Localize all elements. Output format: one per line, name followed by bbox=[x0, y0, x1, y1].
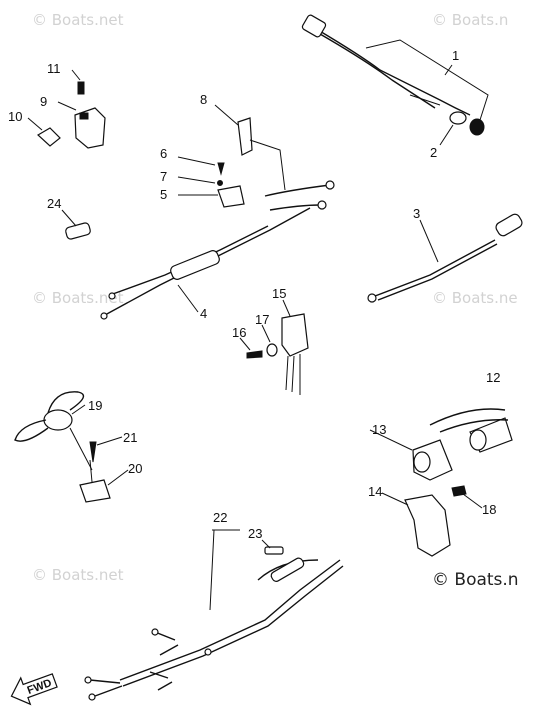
callout-7: 7 bbox=[160, 169, 167, 184]
leader-14 bbox=[381, 492, 409, 506]
leader-23 bbox=[261, 539, 271, 549]
callout-8: 8 bbox=[200, 92, 207, 107]
leader-6 bbox=[177, 156, 216, 166]
part-6-screw bbox=[217, 162, 225, 176]
leader-17 bbox=[261, 324, 271, 343]
callout-13: 13 bbox=[372, 422, 386, 437]
leader-11 bbox=[71, 69, 81, 81]
part-4-harness bbox=[100, 180, 335, 320]
callout-22: 22 bbox=[213, 510, 227, 525]
callout-2: 2 bbox=[430, 145, 437, 160]
callout-1: 1 bbox=[452, 48, 459, 63]
part-11-screw bbox=[77, 81, 85, 95]
part-24-sleeve bbox=[65, 222, 91, 240]
leader-18 bbox=[462, 493, 483, 509]
part-20-bracket bbox=[79, 459, 111, 503]
part-1-wire-harness bbox=[301, 14, 471, 116]
part-18-bolt bbox=[451, 485, 467, 497]
part-19-buzzer bbox=[14, 391, 85, 442]
watermark-mid-left: © Boats.net bbox=[32, 289, 124, 307]
leader-19 bbox=[71, 404, 86, 415]
callout-15: 15 bbox=[272, 286, 286, 301]
watermark-top-right: © Boats.n bbox=[432, 11, 508, 29]
watermark-bottom-right: © Boats.n bbox=[432, 570, 519, 590]
part-3-lead bbox=[367, 213, 523, 303]
leader-16 bbox=[239, 337, 251, 351]
callout-9: 9 bbox=[40, 94, 47, 109]
callout-3: 3 bbox=[413, 206, 420, 221]
link-19-20 bbox=[69, 427, 93, 471]
leader-10 bbox=[27, 117, 43, 131]
callout-11: 11 bbox=[47, 61, 61, 76]
part-23-fuse bbox=[264, 546, 284, 555]
callout-bracket-1 bbox=[365, 39, 489, 121]
callout-10: 10 bbox=[8, 109, 22, 124]
leader-24 bbox=[61, 209, 77, 227]
leader-15 bbox=[282, 299, 291, 317]
part-13-switch bbox=[412, 439, 453, 481]
leader-20 bbox=[107, 469, 129, 486]
leader-13 bbox=[369, 429, 413, 451]
part-9-holder bbox=[74, 107, 106, 149]
part-2-grommet bbox=[449, 111, 485, 136]
callout-23: 23 bbox=[248, 526, 262, 541]
callout-4: 4 bbox=[200, 306, 207, 321]
part-15-relay bbox=[281, 313, 309, 395]
callout-14: 14 bbox=[368, 484, 382, 499]
leader-7 bbox=[177, 176, 216, 184]
leader-1 bbox=[444, 64, 453, 76]
callout-18: 18 bbox=[482, 502, 496, 517]
part-17-spacer bbox=[266, 343, 278, 357]
callout-16: 16 bbox=[232, 325, 246, 340]
leader-21 bbox=[96, 436, 123, 446]
fwd-arrow: FWD bbox=[10, 673, 58, 706]
callout-21: 21 bbox=[123, 430, 137, 445]
watermark-top-left: © Boats.net bbox=[32, 11, 124, 29]
callout-20: 20 bbox=[128, 461, 142, 476]
part-7-washer bbox=[217, 180, 223, 186]
callout-12: 12 bbox=[486, 370, 500, 385]
part-21-screw bbox=[89, 441, 97, 463]
part-5-clamp bbox=[217, 185, 245, 208]
part-16-bolt bbox=[246, 350, 263, 359]
leader-3 bbox=[419, 219, 439, 263]
callout-6: 6 bbox=[160, 146, 167, 161]
leader-8 bbox=[214, 104, 239, 126]
part-22-harness bbox=[84, 557, 344, 701]
leader-9 bbox=[57, 101, 77, 111]
leader-2 bbox=[439, 124, 454, 146]
callout-24: 24 bbox=[47, 196, 61, 211]
part-8-clip bbox=[237, 117, 286, 191]
watermark-mid-right: © Boats.ne bbox=[432, 289, 518, 307]
leader-4 bbox=[177, 284, 199, 313]
watermark-bottom-left: © Boats.net bbox=[32, 566, 124, 584]
leader-22 bbox=[209, 529, 240, 611]
callout-5: 5 bbox=[160, 187, 167, 202]
callout-17: 17 bbox=[255, 312, 269, 327]
part-10-plate bbox=[36, 127, 61, 147]
part-12-switch-assy bbox=[429, 408, 513, 453]
callout-19: 19 bbox=[88, 398, 102, 413]
part-14-bracket bbox=[404, 494, 451, 557]
